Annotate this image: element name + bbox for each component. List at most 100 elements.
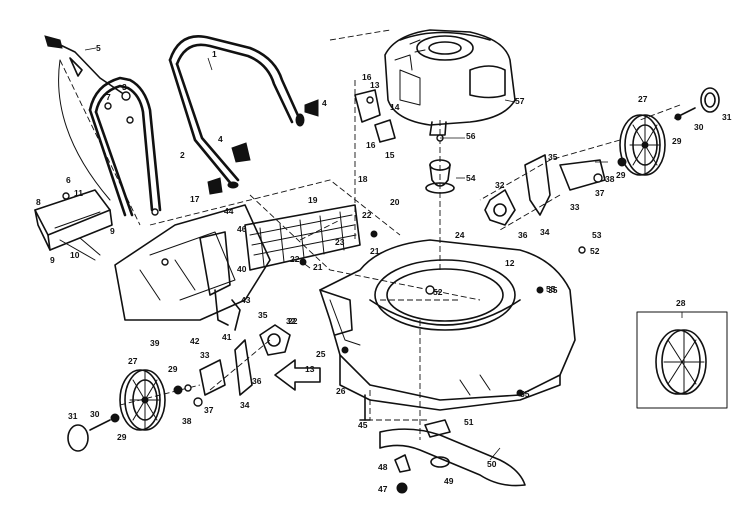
callout-numbers: 1 2 3 4 4 5 6 7 8 9 9 10 11 12 13 13 14 …	[36, 43, 732, 494]
callout-label: 23	[335, 237, 345, 247]
callout-label: 7	[106, 92, 111, 102]
callout-label: 35	[258, 310, 268, 320]
discharge-chute	[244, 204, 361, 271]
callout-label: 56	[466, 131, 476, 141]
callout-label: 30	[90, 409, 100, 419]
callout-label: 27	[638, 94, 648, 104]
callout-label: 34	[240, 400, 250, 410]
callout-label: 4	[218, 134, 223, 144]
callout-label: 13	[305, 364, 315, 374]
callout-label: 19	[308, 195, 318, 205]
callout-label: 36	[518, 230, 528, 240]
handle-knobs	[104, 91, 319, 195]
throttle-bracket	[354, 89, 396, 143]
callout-label: 21	[370, 246, 380, 256]
callout-label: 30	[694, 122, 704, 132]
direction-arrow	[274, 359, 321, 391]
callout-label: 42	[190, 336, 200, 346]
callout-label: 44	[224, 206, 234, 216]
callout-label: 38	[605, 174, 615, 184]
callout-label: 57	[515, 96, 525, 106]
callout-label: 29	[616, 170, 626, 180]
blade-adapter	[425, 134, 455, 194]
wheel-detail-inset	[636, 311, 728, 409]
control-lever	[44, 35, 126, 201]
callout-label: 35	[548, 285, 558, 295]
callout-label: 25	[316, 349, 326, 359]
callout-label: 11	[74, 188, 83, 198]
callout-label: 12	[505, 258, 515, 268]
callout-label: 38	[182, 416, 192, 426]
callout-label: 40	[237, 264, 247, 274]
callout-label: 5	[96, 43, 101, 53]
callout-label: 29	[672, 136, 682, 146]
callout-label: 51	[464, 417, 474, 427]
callout-label: 26	[336, 386, 346, 396]
callout-label: 34	[540, 227, 550, 237]
callout-label: 45	[358, 420, 368, 430]
callout-label: 2	[180, 150, 185, 160]
grass-catcher	[114, 204, 271, 331]
callout-label: 37	[595, 188, 605, 198]
callout-label: 31	[68, 411, 78, 421]
callout-label: 32	[286, 316, 296, 326]
callout-label: 21	[313, 262, 323, 272]
callout-label: 3	[122, 82, 127, 92]
callout-label: 35	[548, 152, 558, 162]
callout-label: 49	[444, 476, 454, 486]
callout-label: 15	[385, 150, 395, 160]
callout-label: 53	[592, 230, 602, 240]
callout-label: 4	[322, 98, 327, 108]
callout-label: 55	[520, 389, 530, 399]
callout-label: 17	[190, 194, 200, 204]
callout-leaders	[84, 47, 683, 461]
callout-label: 28	[676, 298, 686, 308]
callout-label: 22	[288, 316, 298, 326]
callout-label: 32	[495, 180, 505, 190]
rear-shield	[34, 189, 113, 261]
callout-label: 27	[128, 356, 138, 366]
mower-deck	[319, 239, 576, 411]
callout-label: 9	[110, 226, 115, 236]
wheel-front-left	[119, 369, 166, 431]
callout-label: 37	[204, 405, 214, 415]
callout-label: 36	[252, 376, 262, 386]
upper-handle	[168, 35, 305, 189]
fasteners	[89, 107, 696, 431]
callout-label: 29	[168, 364, 178, 374]
callout-label: 1	[212, 49, 217, 59]
callout-label: 16	[362, 72, 372, 82]
callout-label: 52	[433, 287, 443, 297]
mower-blade	[379, 419, 526, 494]
callout-label: 52	[590, 246, 600, 256]
callout-label: 16	[366, 140, 376, 150]
callout-label: 33	[570, 202, 580, 212]
callout-label: 46	[237, 224, 247, 234]
callout-label: 10	[70, 250, 80, 260]
callout-label: 22	[290, 254, 300, 264]
callout-label: 9	[50, 255, 55, 265]
callout-label: 48	[378, 462, 388, 472]
callout-label: 24	[455, 230, 465, 240]
callout-label: 14	[390, 102, 400, 112]
callout-label: 54	[466, 173, 476, 183]
callout-label: 43	[241, 295, 251, 305]
callout-label: 55	[546, 284, 556, 294]
callout-label: 8	[36, 197, 41, 207]
wheel-rear-right	[619, 114, 666, 176]
hub-caps	[67, 87, 720, 452]
callout-label: 22	[362, 210, 372, 220]
callout-label: 41	[222, 332, 232, 342]
callout-label: 18	[358, 174, 368, 184]
callout-label: 6	[66, 175, 71, 185]
callout-label: 39	[150, 338, 160, 348]
engine	[384, 29, 516, 136]
lower-handle	[88, 76, 162, 217]
callout-label: 47	[378, 484, 388, 494]
callout-label: 33	[200, 350, 210, 360]
callout-label: 50	[487, 459, 497, 469]
callout-label: 31	[722, 112, 732, 122]
height-adjusters	[199, 154, 606, 396]
callout-label: 29	[117, 432, 127, 442]
